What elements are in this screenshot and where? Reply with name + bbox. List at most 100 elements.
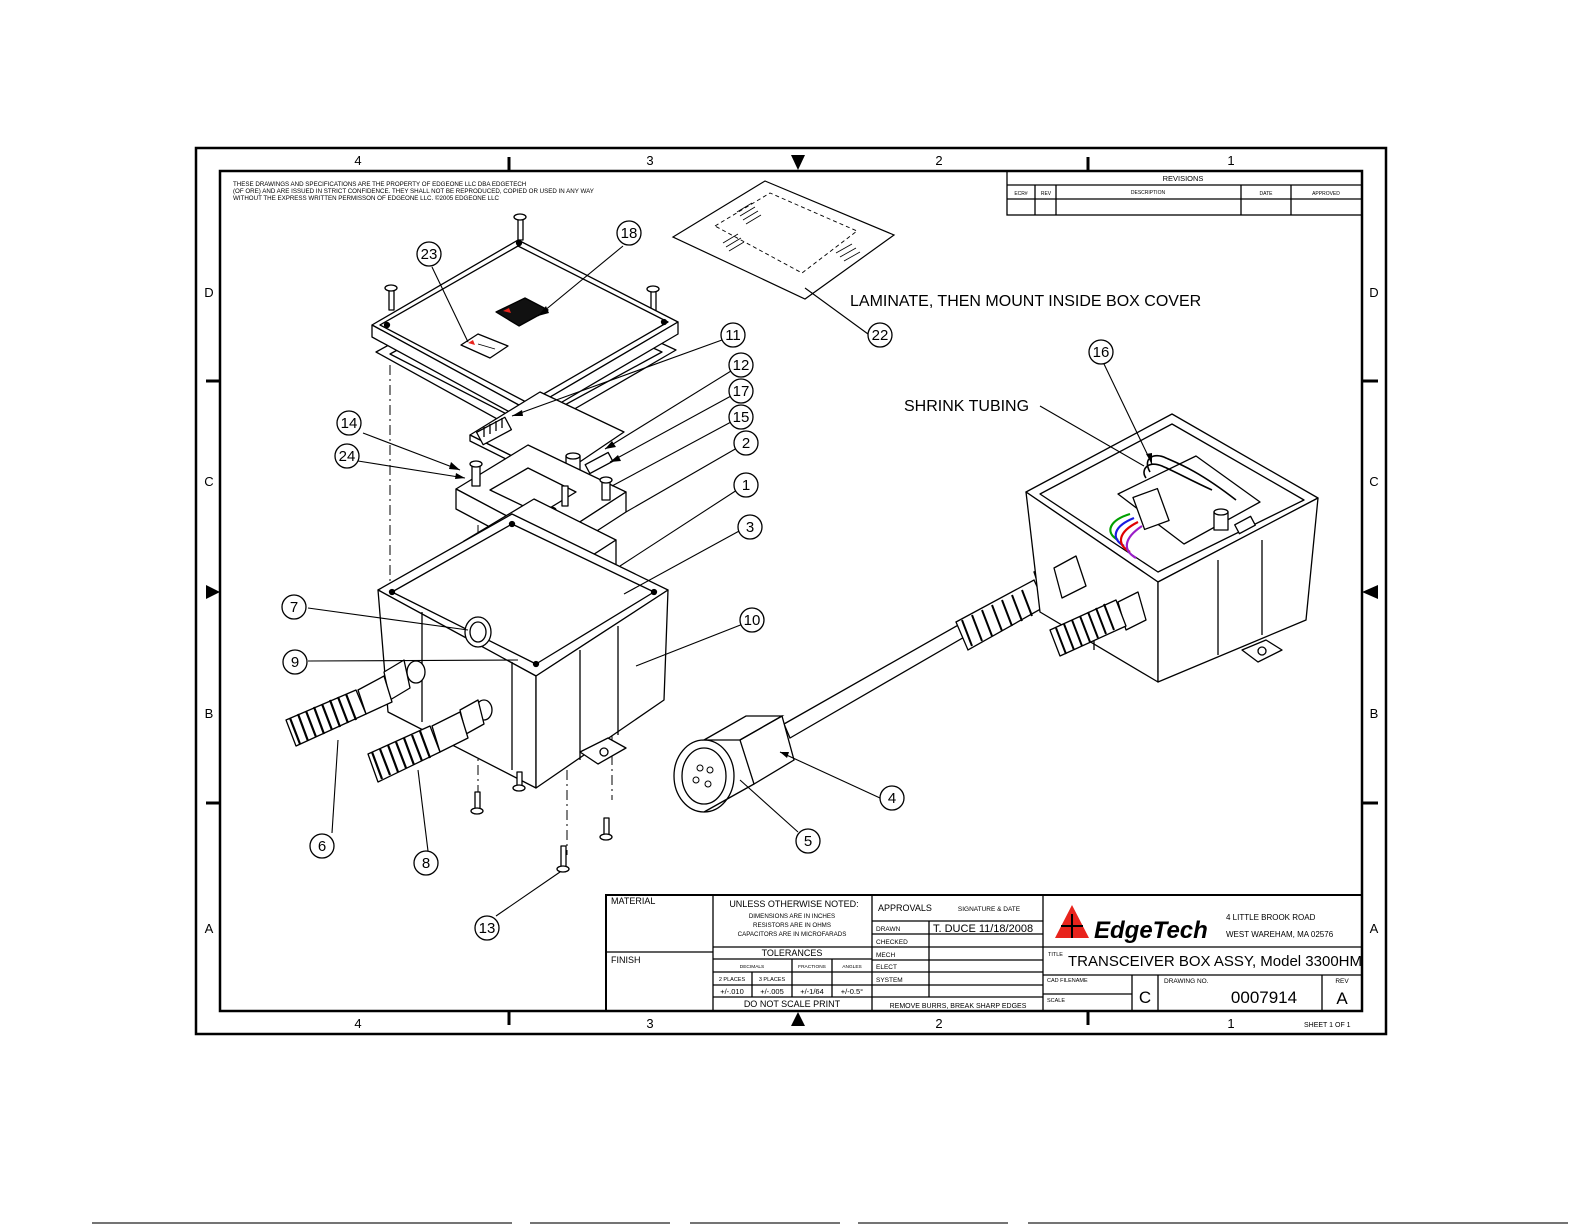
callout-22-label: 22 — [872, 327, 889, 344]
tb-sig-date: SIGNATURE & DATE — [958, 906, 1021, 913]
callout-6: 6 — [309, 833, 335, 859]
callout-1: 1 — [733, 472, 759, 498]
tb-address-2: WEST WAREHAM, MA 02576 — [1226, 930, 1334, 939]
callout-12: 12 — [728, 352, 754, 378]
zone-row-right-c: C — [1369, 474, 1378, 489]
tb-remove-burrs: REMOVE BURRS, BREAK SHARP EDGES — [890, 1003, 1027, 1010]
tb-title: TRANSCEIVER BOX ASSY, Model 3300HM — [1068, 953, 1362, 970]
tb-tol-angles: +/-0.5° — [841, 987, 863, 996]
zone-row-right-d: D — [1369, 285, 1378, 300]
callout-16: 16 — [1088, 339, 1114, 365]
callout-2-label: 2 — [742, 435, 750, 452]
tb-rev-label: REV — [1335, 978, 1349, 985]
tb-2-places: 2 PLACES — [719, 977, 746, 983]
centering-marks — [206, 155, 1378, 1026]
tb-sheet: SHEET 1 OF 1 — [1304, 1022, 1351, 1029]
tb-angles: ANGLES — [842, 964, 861, 970]
callout-24: 24 — [334, 443, 360, 469]
title-block-text: MATERIAL FINISH UNLESS OTHERWISE NOTED: … — [611, 896, 1362, 1029]
edgetech-logo-icon — [1055, 905, 1089, 938]
callout-13-label: 13 — [479, 920, 496, 937]
tb-decimals: DECIMALS — [740, 964, 765, 970]
revisions-block — [1006, 170, 1363, 216]
callout-3: 3 — [737, 514, 763, 540]
callout-2: 2 — [733, 430, 759, 456]
callout-23-label: 23 — [421, 246, 438, 263]
callout-7: 7 — [281, 594, 307, 620]
tb-row-elect: ELECT — [876, 964, 897, 971]
tb-title-label: TITLE — [1048, 952, 1063, 958]
tb-dwg-no: 0007914 — [1231, 988, 1297, 1007]
callout-18-label: 18 — [621, 225, 638, 242]
zone-col-top-3: 3 — [646, 153, 653, 168]
tb-3-places: 3 PLACES — [759, 977, 786, 983]
callout-14-label: 14 — [341, 415, 358, 432]
callout-6-label: 6 — [318, 838, 326, 855]
rev-col-description: DESCRIPTION — [1131, 190, 1166, 196]
zone-col-top-2: 2 — [935, 153, 942, 168]
title-block-grid — [605, 894, 1363, 1012]
callout-9-label: 9 — [291, 654, 299, 671]
tb-rev: A — [1336, 989, 1348, 1008]
assembled-enclosure — [1025, 413, 1319, 683]
rev-col-rev: REV — [1041, 191, 1052, 197]
callout-8: 8 — [413, 850, 439, 876]
laminate-sheet — [671, 180, 896, 300]
proprietary-notice: THESE DRAWINGS AND SPECIFICATIONS ARE TH… — [233, 181, 594, 202]
callout-5-label: 5 — [804, 833, 812, 850]
callout-17: 17 — [728, 378, 754, 404]
zone-row-left-c: C — [204, 474, 213, 489]
callout-17-label: 17 — [733, 383, 750, 400]
tb-unless-noted: UNLESS OTHERWISE NOTED: — [729, 899, 858, 909]
note-laminate: LAMINATE, THEN MOUNT INSIDE BOX COVER — [850, 293, 1201, 310]
tb-dwg-label: DRAWING NO. — [1164, 978, 1209, 985]
callout-18: 18 — [616, 220, 642, 246]
zone-row-left-a: A — [205, 921, 214, 936]
tb-company-name: EdgeTech — [1094, 917, 1208, 944]
tb-finish: FINISH — [611, 955, 641, 965]
notice-line-3: WITHOUT THE EXPRESS WRITTEN PERMISSON OF… — [233, 195, 500, 202]
tb-fractions: FRACTIONS — [798, 964, 826, 970]
callout-8-label: 8 — [422, 855, 430, 872]
exploded-assembly — [285, 213, 679, 873]
tb-row-checked: CHECKED — [876, 939, 908, 946]
callout-24-label: 24 — [339, 448, 356, 465]
callout-22: 22 — [867, 322, 893, 348]
zone-col-bot-1: 1 — [1227, 1016, 1234, 1031]
callout-16-label: 16 — [1093, 344, 1110, 361]
tb-row-system: SYSTEM — [876, 977, 903, 984]
tb-address-1: 4 LITTLE BROOK ROAD — [1226, 913, 1316, 922]
rev-col-date: DATE — [1260, 191, 1274, 197]
tb-scale-label: SCALE — [1047, 998, 1065, 1004]
callout-14: 14 — [336, 410, 362, 436]
callout-15-label: 15 — [733, 409, 750, 426]
zone-col-bot-4: 4 — [354, 1016, 361, 1031]
callout-11: 11 — [720, 322, 746, 348]
callout-3-label: 3 — [746, 519, 754, 536]
tb-resistors-note: RESISTORS ARE IN OHMS — [753, 922, 831, 929]
zone-row-left-b: B — [205, 706, 214, 721]
tb-capacitors-note: CAPACITORS ARE IN MICROFARADS — [738, 931, 847, 938]
balloon-leaders — [307, 245, 1153, 917]
callout-23: 23 — [416, 241, 442, 267]
callout-1-label: 1 — [742, 477, 750, 494]
tb-row-drawn: DRAWN — [876, 926, 901, 933]
callout-9: 9 — [282, 649, 308, 675]
zone-col-top-4: 4 — [354, 153, 361, 168]
zone-row-right-b: B — [1370, 706, 1379, 721]
callout-11-label: 11 — [725, 327, 741, 344]
zone-row-left-d: D — [204, 285, 213, 300]
tb-material: MATERIAL — [611, 896, 655, 906]
tb-do-not-scale: DO NOT SCALE PRINT — [744, 999, 841, 1009]
callout-4: 4 — [879, 785, 905, 811]
zone-row-right-a: A — [1370, 921, 1379, 936]
tb-row-mech: MECH — [876, 952, 895, 959]
callout-7-label: 7 — [290, 599, 298, 616]
zone-col-bot-3: 3 — [646, 1016, 653, 1031]
tb-approvals: APPROVALS — [878, 903, 932, 913]
zone-col-top-1: 1 — [1227, 153, 1234, 168]
notice-line-2: (OF ORE) AND ARE ISSUED IN STRICT CONFID… — [233, 188, 594, 195]
callout-5: 5 — [795, 828, 821, 854]
callout-4-label: 4 — [888, 790, 896, 807]
rev-col-approved: APPROVED — [1312, 191, 1340, 197]
